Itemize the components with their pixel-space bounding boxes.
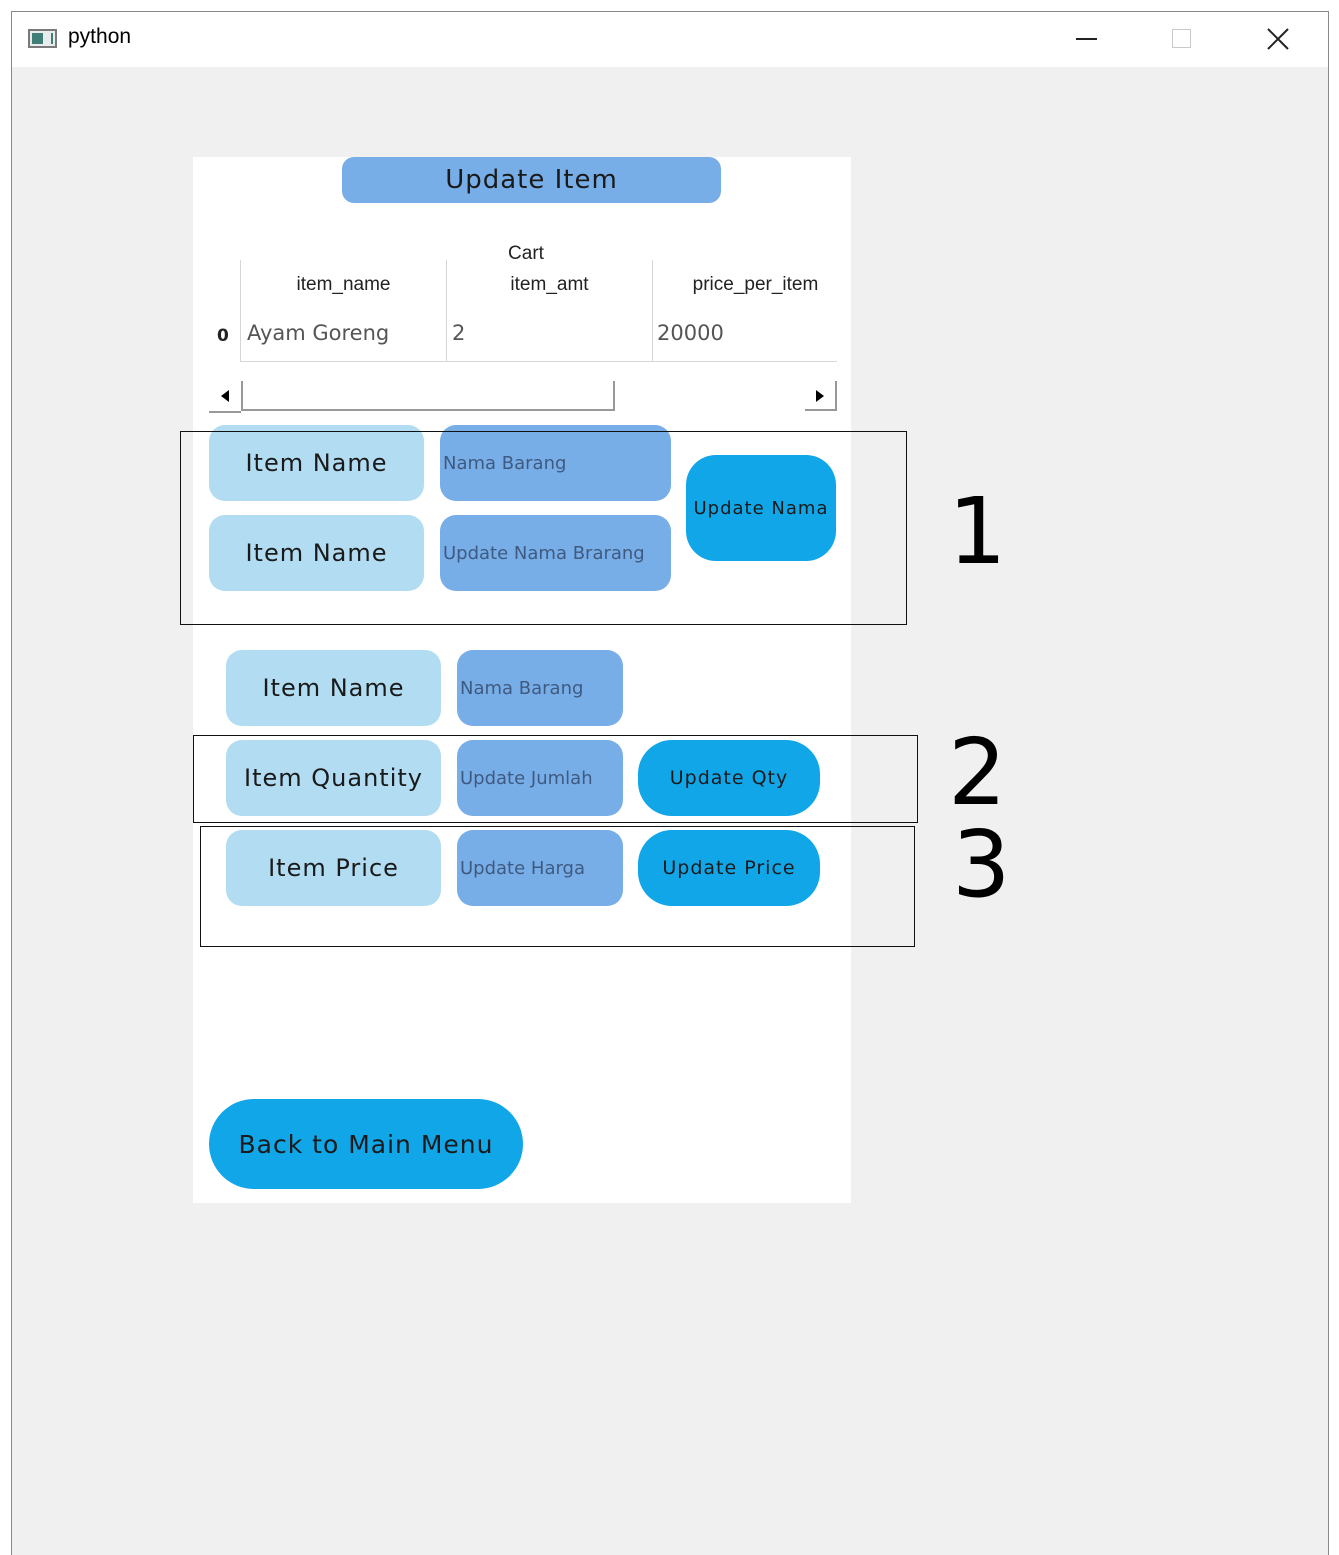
table-column-divider bbox=[446, 260, 447, 362]
table-row-divider bbox=[241, 361, 837, 362]
maximize-button[interactable] bbox=[1134, 12, 1230, 67]
row-index: 0 bbox=[217, 326, 229, 346]
item-name-label: Item Name bbox=[209, 425, 424, 501]
table-column-divider bbox=[240, 260, 241, 362]
scroll-right-arrow-icon[interactable] bbox=[805, 381, 837, 411]
minimize-button[interactable] bbox=[1038, 12, 1134, 67]
back-to-main-menu-button[interactable]: Back to Main Menu bbox=[209, 1099, 523, 1189]
nama-barang-input-2[interactable]: Nama Barang bbox=[457, 650, 623, 726]
item-name-label-2: Item Name bbox=[209, 515, 424, 591]
scroll-left-arrow-icon[interactable] bbox=[209, 381, 241, 413]
item-price-label: Item Price bbox=[226, 830, 441, 906]
scrollbar-thumb[interactable] bbox=[241, 381, 615, 411]
annotation-number-1: 1 bbox=[948, 478, 1007, 585]
table-cell-price[interactable]: 20000 bbox=[657, 321, 724, 345]
update-nama-barang-input[interactable]: Update Nama Brarang bbox=[440, 515, 671, 591]
update-item-header-button[interactable]: Update Item bbox=[342, 157, 721, 203]
column-header-item-name[interactable]: item_name bbox=[296, 274, 391, 295]
horizontal-scrollbar[interactable] bbox=[209, 381, 837, 413]
window-title: python bbox=[68, 25, 132, 48]
annotation-number-2: 2 bbox=[948, 719, 1007, 826]
update-item-panel: Update Item Cart item_name item_amt pric… bbox=[193, 157, 851, 1203]
app-window: python Update Item Cart item_name item_a… bbox=[11, 11, 1329, 1555]
column-header-item-amt[interactable]: item_amt bbox=[510, 274, 589, 295]
cart-table-title: Cart bbox=[508, 243, 544, 264]
annotation-box-3 bbox=[200, 826, 915, 947]
annotation-box-1 bbox=[180, 431, 907, 625]
annotation-number-3: 3 bbox=[952, 811, 1011, 918]
update-price-button[interactable]: Update Price bbox=[638, 830, 820, 906]
update-harga-input[interactable]: Update Harga bbox=[457, 830, 623, 906]
app-icon bbox=[28, 29, 57, 48]
table-cell-item-name[interactable]: Ayam Goreng bbox=[247, 321, 390, 345]
cart-table[interactable]: item_name item_amt price_per_item 0 Ayam… bbox=[209, 260, 837, 362]
item-quantity-label: Item Quantity bbox=[226, 740, 441, 816]
close-icon bbox=[1267, 28, 1289, 50]
close-button[interactable] bbox=[1230, 12, 1326, 67]
column-header-price-per-item[interactable]: price_per_item bbox=[692, 274, 819, 295]
item-name-label-3: Item Name bbox=[226, 650, 441, 726]
annotation-box-2 bbox=[193, 735, 918, 823]
update-nama-button[interactable]: Update Nama bbox=[686, 455, 836, 561]
title-bar[interactable]: python bbox=[12, 12, 1328, 67]
table-column-divider bbox=[652, 260, 653, 362]
update-qty-button[interactable]: Update Qty bbox=[638, 740, 820, 816]
table-cell-item-amt[interactable]: 2 bbox=[452, 321, 466, 345]
nama-barang-input[interactable]: Nama Barang bbox=[440, 425, 671, 501]
update-jumlah-input[interactable]: Update Jumlah bbox=[457, 740, 623, 816]
